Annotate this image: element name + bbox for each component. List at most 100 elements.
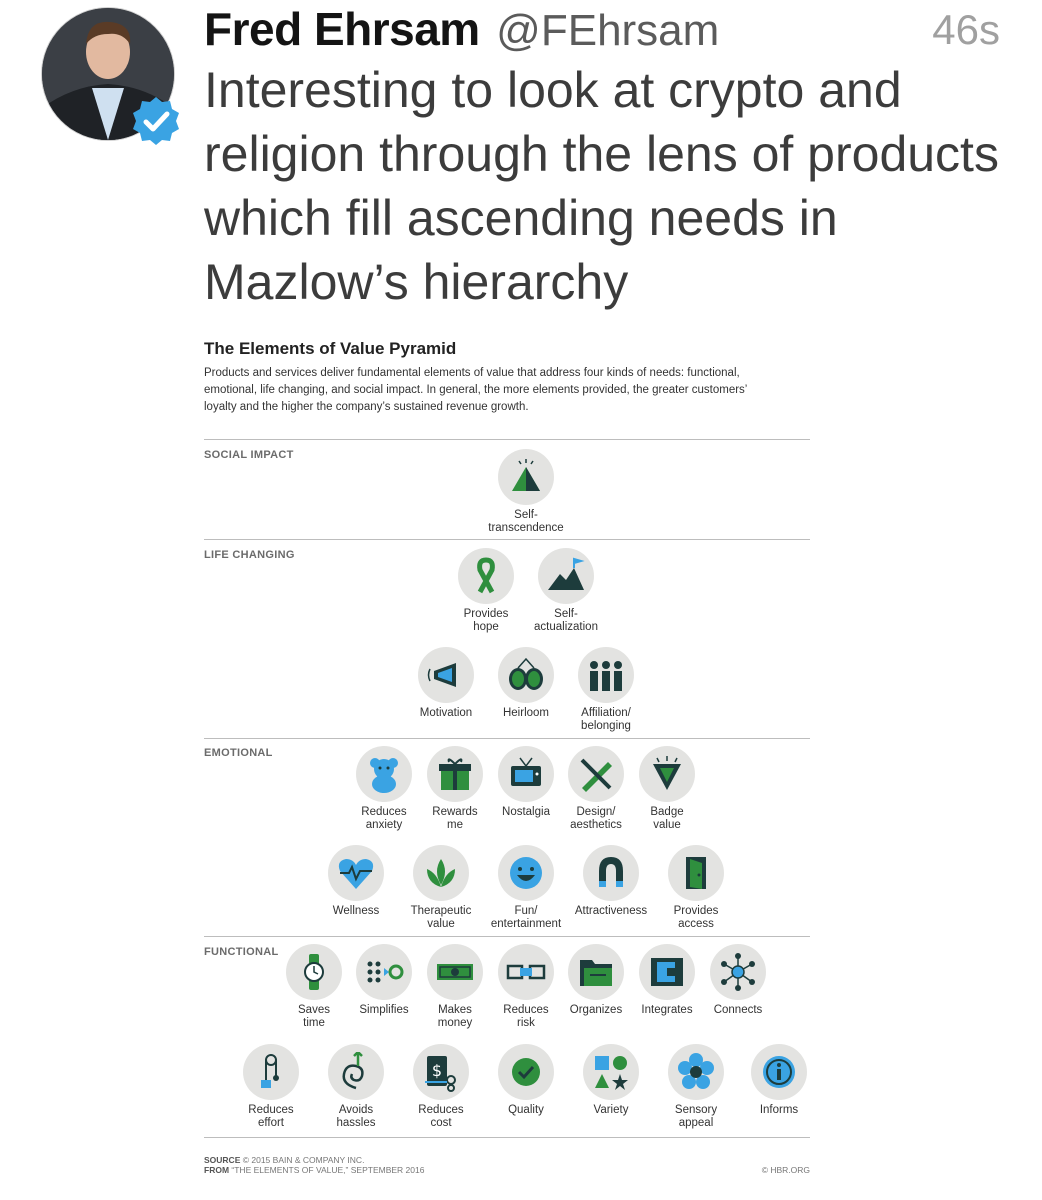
element-saves-time: Saves time [269,944,359,1030]
simplify-dots-icon [367,961,404,983]
section-label-functional: FUNCTIONAL [204,946,279,958]
folder-icon [580,960,612,986]
element-integrates: Integrates [622,944,712,1017]
element-label: Avoids hassles [336,1104,376,1129]
source-publication: “THE ELEMENTS OF VALUE,” SEPTEMBER 2016 [231,1165,425,1175]
element-badge-value: Badge value [622,746,712,832]
element-label: Informs [759,1104,799,1116]
element-label: Rewards me [432,806,478,831]
price-tag-scissors-icon: $ [425,1056,456,1092]
element-self-actualization: Self- actualization [521,548,611,634]
element-makes-money: Makes money [410,944,500,1030]
element-organizes: Organizes [551,944,641,1017]
element-quality: Quality [481,1044,571,1117]
element-reduces-effort: Reduces effort [226,1044,316,1130]
divider [204,539,810,540]
element-label: Therapeutic value [410,905,472,930]
divider [204,1137,810,1138]
element-informs: Informs [734,1044,824,1117]
ribbon-icon [477,557,495,594]
network-hub-icon [721,953,755,991]
element-heirloom: Heirloom [481,647,571,720]
source-label: SOURCE [204,1155,241,1165]
author-handle[interactable]: @FEhrsam [496,6,720,55]
element-label: Reduces effort [248,1104,294,1129]
element-reduces-risk: Reduces risk [481,944,571,1030]
spiral-arrow-icon [342,1052,364,1090]
element-label: Saves time [298,1004,330,1029]
svg-text:$: $ [432,1061,442,1080]
element-label: Provides access [673,905,719,930]
pencil-ruler-icon [580,758,612,792]
infographic-description: Products and services deliver fundamenta… [204,367,747,413]
element-fun-entertainment: Fun/ entertainment [481,845,571,931]
element-connects: Connects [693,944,783,1017]
element-wellness: Wellness [311,845,401,918]
element-label: Makes money [437,1004,473,1029]
element-therapeutic-value: Therapeutic value [396,845,486,931]
group-people-icon [590,661,622,691]
tweet-text: Interesting to look at crypto and religi… [204,62,999,310]
element-variety: Variety [566,1044,656,1117]
teddy-bear-icon [370,758,398,793]
money-bill-icon [437,964,473,980]
element-motivation: Motivation [401,647,491,720]
shapes-icon [595,1056,628,1090]
element-reduces-anxiety: Reduces anxiety [339,746,429,832]
element-label: Integrates [641,1004,693,1016]
puzzle-piece-icon [651,958,683,986]
section-label-life-changing: LIFE CHANGING [204,549,295,561]
tweet-timestamp[interactable]: 46s [932,6,1000,53]
pulley-icon [261,1054,279,1088]
element-sensory-appeal: Sensory appeal [651,1044,741,1130]
element-design-aesthetics: Design/ aesthetics [551,746,641,832]
element-label: Organizes [569,1004,623,1016]
element-label: Reduces risk [503,1004,549,1029]
source-copyright: © 2015 BAIN & COMPANY INC. [242,1155,365,1165]
element-label: Nostalgia [502,806,550,818]
element-label: Simplifies [359,1004,409,1016]
element-nostalgia: Nostalgia [481,746,571,819]
element-label: Provides hope [463,608,509,633]
from-label: FROM [204,1165,230,1175]
element-simplifies: Simplifies [339,944,429,1017]
author-name[interactable]: Fred Ehrsam [204,3,480,55]
divider [204,439,810,440]
element-label: Motivation [419,707,473,719]
element-label: Connects [713,1004,763,1016]
element-affiliation-belonging: Affiliation/ belonging [561,647,651,733]
verified-badge-icon [130,95,182,147]
element-label: Sensory appeal [674,1104,718,1129]
badge-icon [653,756,681,790]
infographic-source: SOURCE © 2015 BAIN & COMPANY INC. FROM “… [204,1155,424,1175]
element-self-transcendence: Self- transcendence [481,449,571,535]
element-rewards-me: Rewards me [410,746,500,832]
avatar[interactable] [42,8,174,140]
info-icon [763,1056,795,1088]
element-label: Affiliation/ belonging [581,707,631,732]
heart-icon [338,859,374,889]
element-label: Variety [593,1104,629,1116]
element-avoids-hassles: Avoids hassles [311,1044,401,1130]
flower-icon [678,1053,714,1089]
infographic-image[interactable]: The Elements of Value Pyramid Products a… [204,335,810,1185]
element-label: Reduces cost [418,1104,464,1129]
mountain-flag-icon [548,557,585,590]
element-label: Badge value [650,806,684,831]
gift-icon [439,758,471,790]
leaves-icon [427,859,455,887]
wristwatch-icon [304,954,324,990]
divider [204,936,810,937]
check-circle-icon [512,1058,540,1086]
section-label-social-impact: SOCIAL IMPACT [204,449,294,461]
seatbelt-buckle-icon [506,964,546,980]
megaphone-icon [427,663,456,687]
element-label: Quality [508,1104,544,1116]
infographic-credit: © HBR.ORG [761,1165,810,1175]
pyramid-icon [512,459,540,491]
section-label-emotional: EMOTIONAL [204,747,273,759]
element-reduces-cost: $ Reduces cost [396,1044,486,1130]
element-label: Fun/ entertainment [490,905,562,930]
magnet-icon [599,857,623,887]
element-label: Self- transcendence [488,509,564,534]
